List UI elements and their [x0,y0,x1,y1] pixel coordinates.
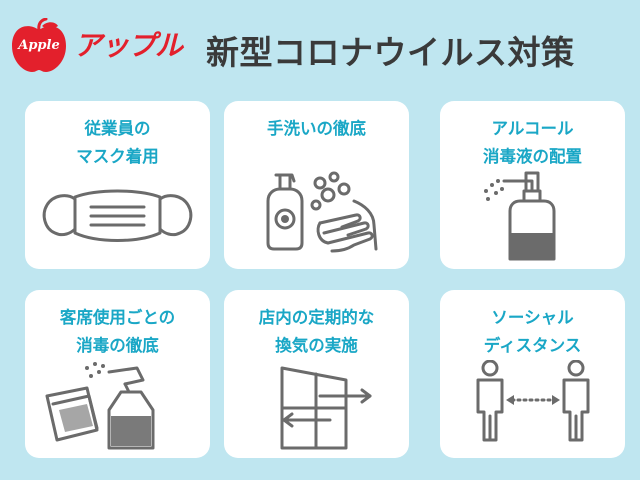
apple-logo-icon [12,18,66,73]
brand-logo: Apple アップル [8,18,188,74]
card-title-line: アルコール [491,119,574,138]
card-ventilation: 店内の定期的な 換気の実施 [224,290,409,458]
card-title: アルコール 消毒液の配置 [440,115,625,171]
card-title-line: ソーシャル [491,308,574,327]
card-title-line: マスク着用 [76,147,159,166]
card-staff-mask: 従業員の マスク着用 [25,101,210,269]
card-title-line: 消毒の徹底 [76,336,159,355]
card-title: 客席使用ごとの 消毒の徹底 [25,304,210,360]
card-title: ソーシャル ディスタンス [440,304,625,360]
card-title-line: ディスタンス [483,336,582,355]
sanitizer-bottle-icon [484,171,556,261]
card-title-line: 換気の実施 [275,336,358,355]
card-title-line: 従業員の [84,119,151,138]
card-title: 従業員の マスク着用 [25,115,210,171]
social-distance-icon [476,360,590,442]
card-alcohol-sanitizer: アルコール 消毒液の配置 [440,101,625,269]
logo-mark-text: Apple [18,38,60,53]
spray-cloth-icon [45,362,155,450]
header: Apple アップル 新型コロナウイルス対策 [0,0,640,92]
card-seat-disinfection: 客席使用ごとの 消毒の徹底 [25,290,210,458]
card-hand-washing: 手洗いの徹底 [224,101,409,269]
window-ventilation-icon [280,366,372,450]
card-social-distance: ソーシャル ディスタンス [440,290,625,458]
card-title-line: 手洗いの徹底 [267,119,366,138]
card-title-line: 客席使用ごとの [59,308,176,327]
page-title: 新型コロナウイルス対策 [206,33,575,72]
card-title: 手洗いの徹底 [224,115,409,143]
card-title-line: 店内の定期的な [258,308,375,327]
logo-wordmark: アップル [74,29,183,62]
face-mask-icon [42,189,193,242]
card-title-line: 消毒液の配置 [483,147,582,166]
hand-washing-icon [266,171,378,253]
card-title: 店内の定期的な 換気の実施 [224,304,409,360]
